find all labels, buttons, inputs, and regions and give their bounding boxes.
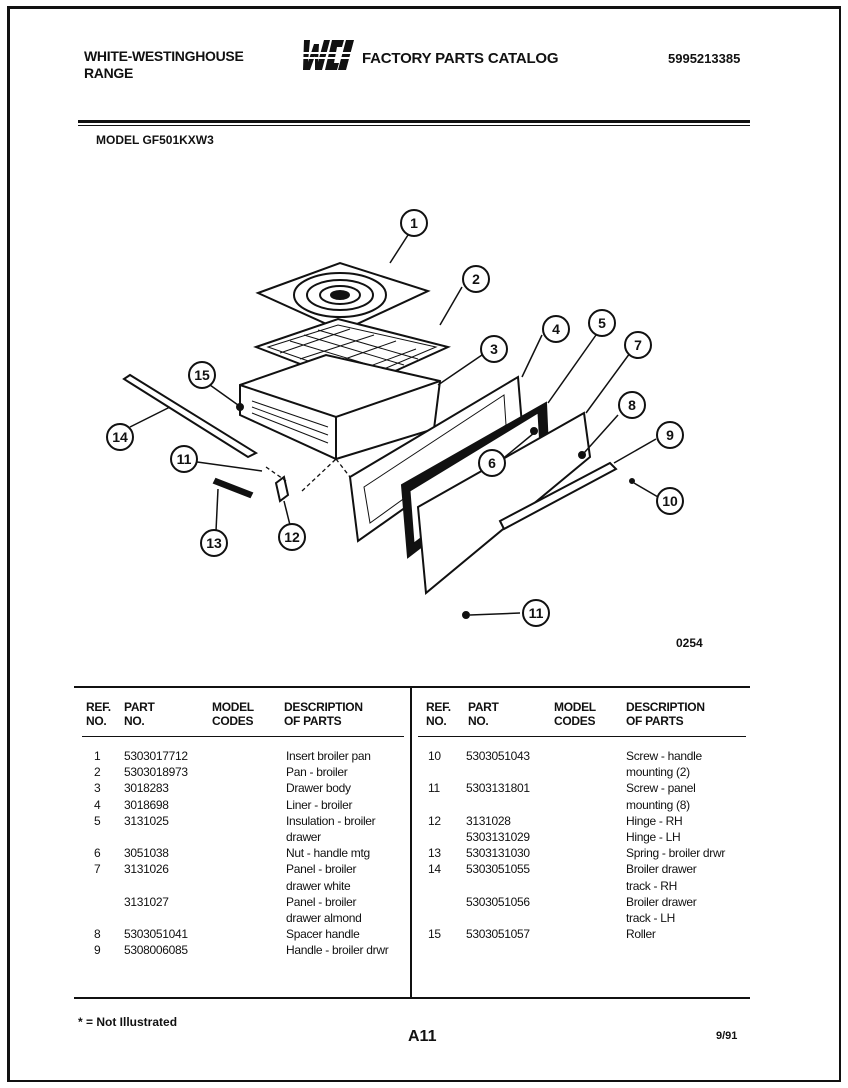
table-cell-ref: 7 (94, 862, 101, 877)
header-ref-right: REF.NO. (426, 700, 451, 728)
table-cell-part: 5303051056 (466, 894, 530, 909)
table-cell-desc: Screw - panel (626, 781, 696, 796)
table-cell-part: 3131025 (124, 813, 169, 828)
table-cell-part: 5303051055 (466, 862, 530, 877)
callout-14: 14 (112, 429, 128, 445)
table-cell-desc: Liner - broiler (286, 797, 353, 812)
table-cell-desc: mounting (8) (626, 797, 690, 812)
table-cell-desc: Panel - broiler (286, 862, 357, 877)
callout-2: 2 (472, 271, 480, 287)
table-cell-ref: 6 (94, 846, 101, 861)
table-cell-ref: 5 (94, 813, 101, 828)
table-cell-part: 5303131801 (466, 781, 530, 796)
table-cell-desc: Handle - broiler drwr (286, 943, 389, 958)
table-cell-desc: Hinge - LH (626, 830, 681, 844)
footnote: * = Not Illustrated (78, 1015, 178, 1029)
table-cell-desc: track - RH (626, 878, 678, 893)
table-cell-ref: 13 (428, 846, 441, 861)
table-cell-ref: 4 (94, 797, 101, 812)
header-rule (78, 120, 750, 123)
table-cell-ref: 10 (428, 749, 441, 763)
table-cell-desc: track - LH (626, 911, 676, 925)
table-cell-ref: 12 (428, 813, 441, 828)
exploded-parts-diagram: 1 2 3 4 5 6 7 8 9 10 11 11 12 13 14 15 (90, 195, 690, 640)
table-cell-desc: Insulation - broiler (286, 813, 376, 828)
table-cell-part: 5303051043 (466, 749, 530, 763)
table-cell-part: 3018698 (124, 797, 169, 812)
table-cell-part: 5303131030 (466, 846, 530, 861)
callout-5: 5 (598, 315, 606, 331)
table-cell-part: 5303017712 (124, 749, 188, 763)
brand-name: WHITE-WESTINGHOUSE (84, 48, 244, 64)
table-cell-desc: Roller (626, 927, 656, 942)
header-ref-left: REF.NO. (86, 700, 111, 728)
table-cell-ref: 15 (428, 927, 441, 942)
table-cell-desc: Spacer handle (286, 927, 360, 942)
table-cell-desc: drawer almond (286, 911, 362, 925)
table-cell-ref: 2 (94, 765, 101, 780)
callout-9: 9 (666, 427, 674, 443)
table-cell-desc: Spring - broiler drwr (626, 846, 726, 861)
table-cell-desc: Nut - handle mtg (286, 846, 370, 861)
brand-header: WHITE-WESTINGHOUSE RANGE (84, 48, 244, 82)
table-cell-desc: Panel - broiler (286, 894, 357, 909)
table-cell-part: 5303131029 (466, 830, 530, 844)
page-number: A11 (408, 1028, 437, 1045)
table-cell-part: 5303051041 (124, 927, 188, 942)
table-cell-ref: 1 (94, 749, 101, 763)
page-frame (7, 6, 841, 1082)
table-cell-part: 3018283 (124, 781, 169, 796)
catalog-title: FACTORY PARTS CATALOG (362, 50, 559, 67)
table-cell-desc: Drawer body (286, 781, 351, 796)
callout-12: 12 (284, 529, 300, 545)
table-cell-desc: Broiler drawer (626, 862, 697, 877)
table-cell-desc: Broiler drawer (626, 894, 697, 909)
wci-logo (298, 38, 358, 77)
table-cell-part: 3051038 (124, 846, 169, 861)
callout-10: 10 (662, 493, 678, 509)
catalog-number: 5995213385 (668, 51, 741, 66)
callout-7: 7 (634, 337, 642, 353)
table-cell-part: 5303051057 (466, 927, 530, 942)
table-cell-desc: drawer (286, 830, 321, 844)
header-rule-thin (78, 125, 750, 126)
revision-date: 9/91 (716, 1030, 738, 1042)
table-cell-desc: drawer white (286, 878, 351, 893)
model-label: MODEL GF501KXW3 (96, 133, 214, 147)
table-cell-ref: 9 (94, 943, 101, 958)
callout-8: 8 (628, 397, 636, 413)
table-cell-part: 3131028 (466, 813, 511, 828)
table-cell-desc: Pan - broiler (286, 765, 348, 780)
table-cell-desc: Hinge - RH (626, 813, 683, 828)
table-cell-part: 3131027 (124, 894, 169, 909)
table-cell-part: 5308006085 (124, 943, 188, 958)
table-cell-desc: Insert broiler pan (286, 749, 371, 763)
callout-6: 6 (488, 455, 496, 471)
callout-3: 3 (490, 341, 498, 357)
callout-1: 1 (410, 215, 418, 231)
table-cell-desc: mounting (2) (626, 765, 690, 780)
callout-15: 15 (194, 367, 210, 383)
table-cell-part: 5303018973 (124, 765, 188, 780)
diagram-code: 0254 (676, 636, 703, 650)
table-cell-part: 3131026 (124, 862, 169, 877)
callout-13: 13 (206, 535, 222, 551)
table-cell-ref: 14 (428, 862, 441, 877)
table-cell-ref: 11 (428, 781, 440, 796)
table-divider (410, 686, 412, 999)
table-cell-ref: 8 (94, 927, 101, 942)
product-type: RANGE (84, 65, 134, 81)
table-cell-ref: 3 (94, 781, 101, 796)
callout-11-left: 11 (177, 451, 192, 467)
table-cell-desc: Screw - handle (626, 749, 702, 763)
callout-11-bottom: 11 (529, 605, 544, 621)
callout-4: 4 (552, 321, 560, 337)
